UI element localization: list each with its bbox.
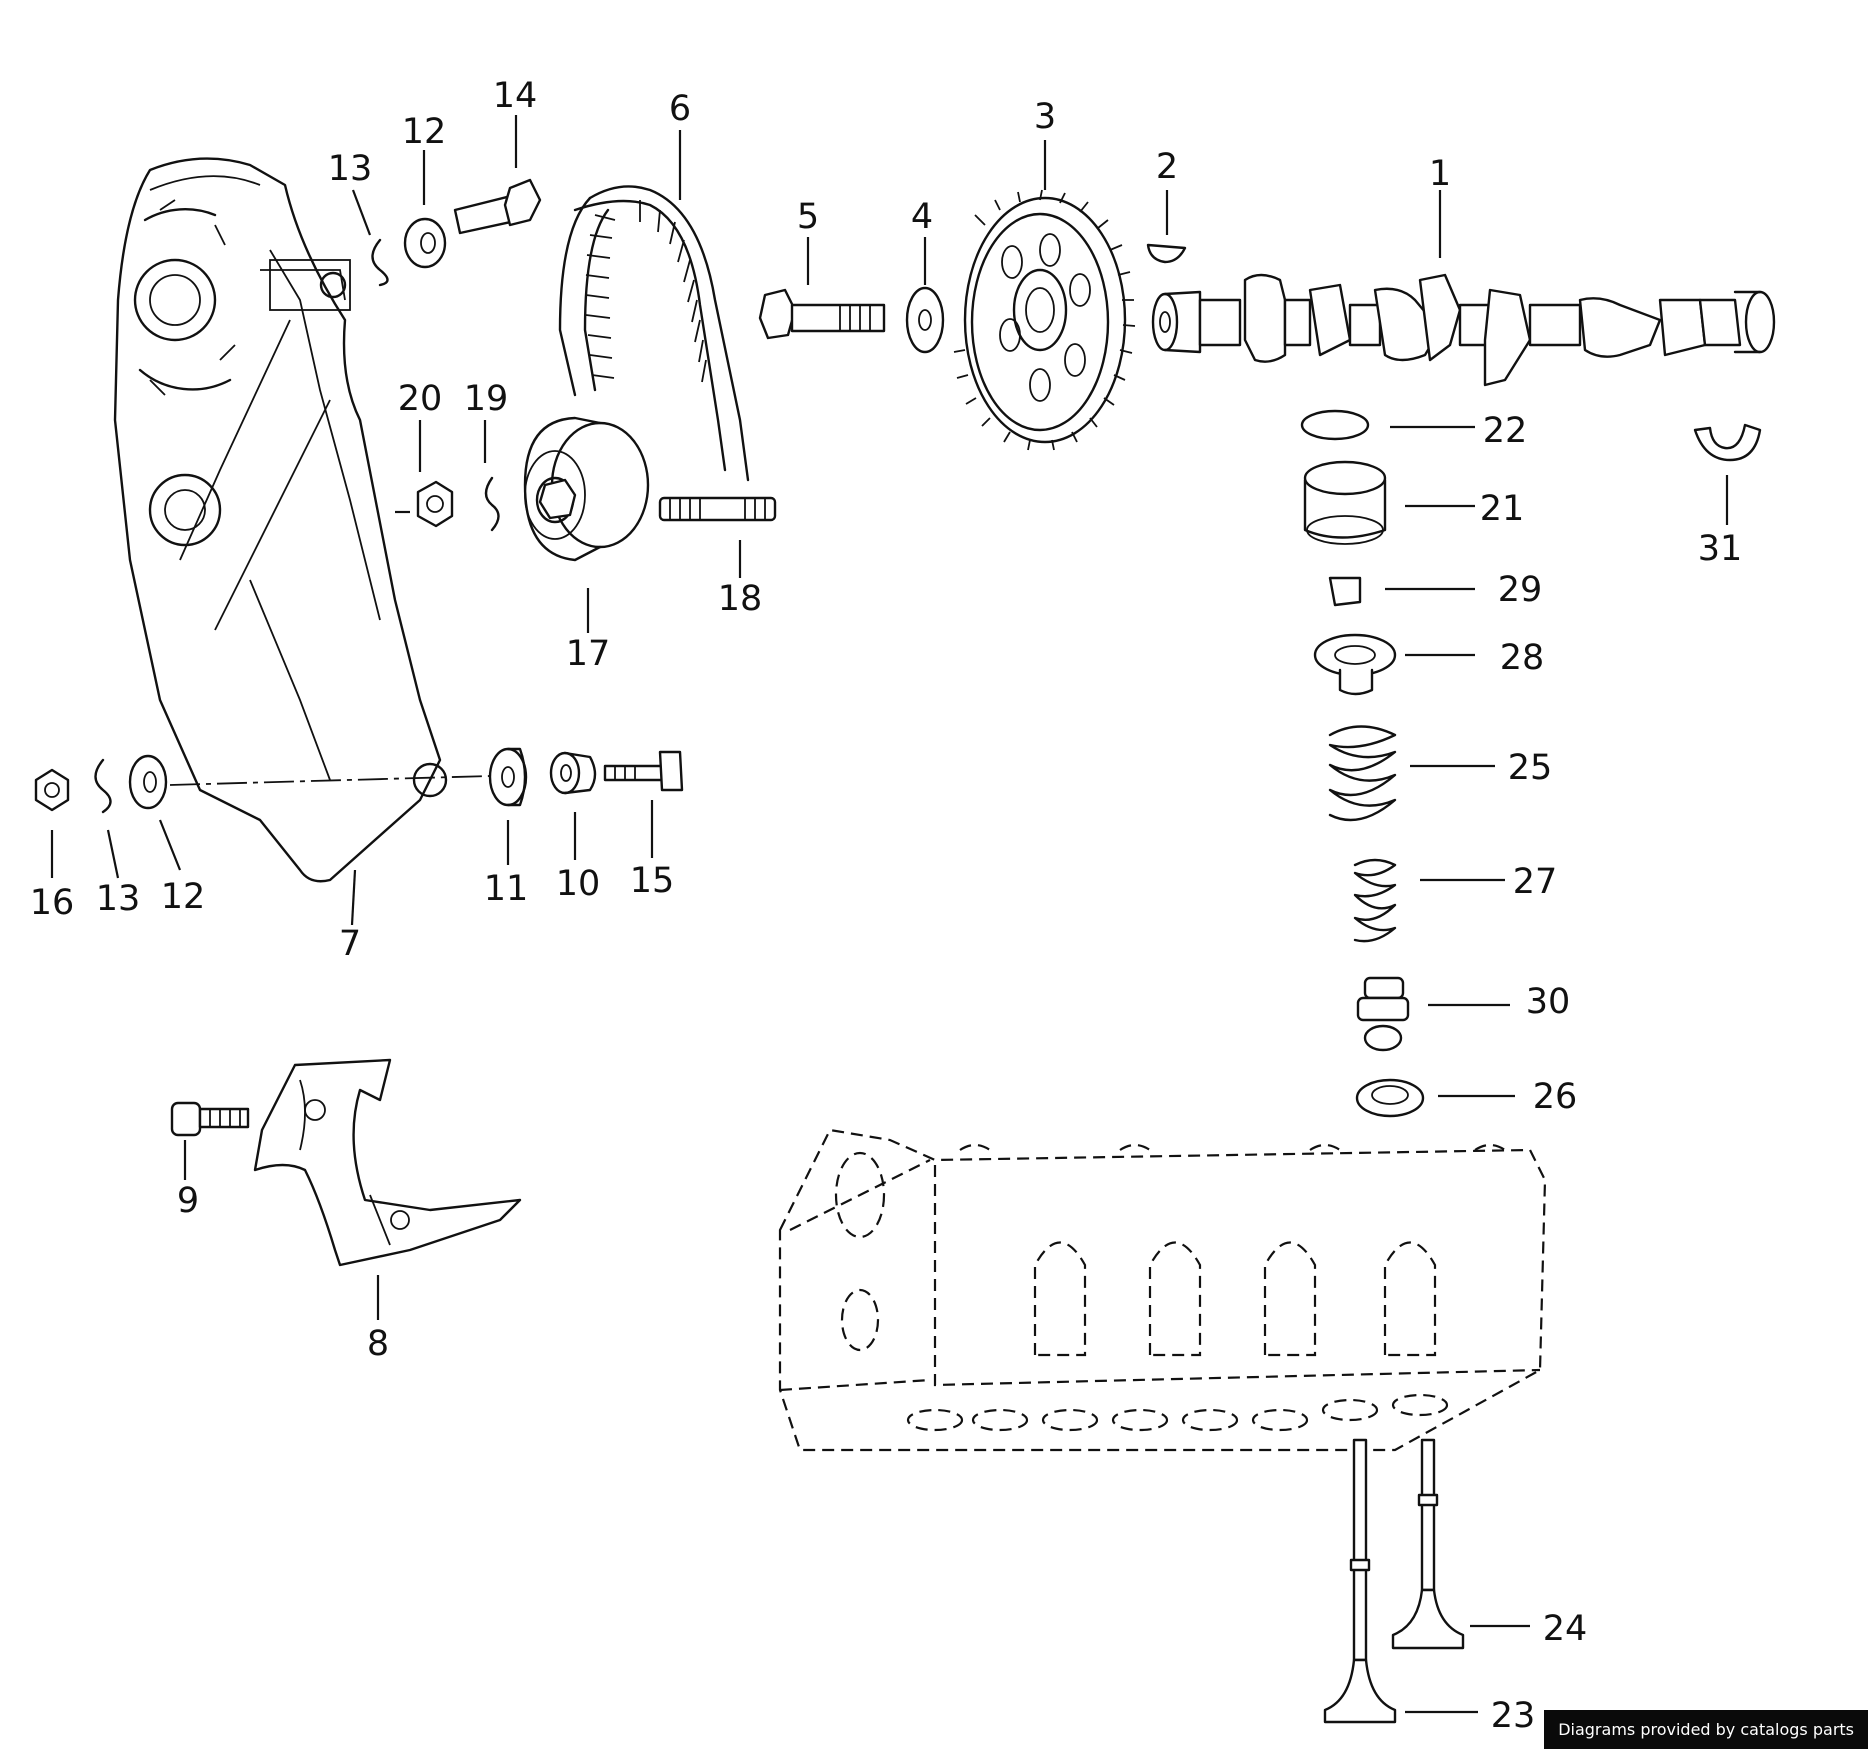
outer-spring-25	[1328, 725, 1397, 822]
valve-keeper-29	[1328, 576, 1362, 607]
callout-19: 19	[464, 379, 509, 419]
callout-1: 1	[1429, 154, 1451, 194]
callout-29: 29	[1498, 570, 1543, 610]
timing-belt-cover	[113, 157, 448, 883]
callout-17: 17	[566, 634, 611, 674]
washer-12-bottom	[128, 754, 168, 810]
callout-26: 26	[1533, 1077, 1578, 1117]
bolt-5	[758, 288, 886, 340]
callout-14: 14	[493, 76, 538, 116]
cylinder-head-outline	[778, 1128, 1547, 1452]
callout-12-top: 12	[402, 112, 447, 152]
inner-spring-27	[1353, 858, 1397, 943]
callout-31: 31	[1698, 529, 1743, 569]
callout-20: 20	[398, 379, 443, 419]
callout-30: 30	[1526, 982, 1571, 1022]
camshaft-sprocket	[953, 189, 1136, 451]
callout-23: 23	[1491, 1696, 1536, 1736]
callout-9: 9	[177, 1181, 199, 1221]
callout-16: 16	[30, 883, 75, 923]
callout-18: 18	[718, 579, 763, 619]
support-bracket	[253, 1058, 522, 1267]
callout-22: 22	[1483, 411, 1528, 451]
valve-23	[1323, 1438, 1397, 1724]
nut-16	[34, 768, 70, 812]
valve-24	[1391, 1438, 1465, 1650]
callout-8: 8	[367, 1324, 389, 1364]
leader-lines	[50, 115, 1729, 1714]
callout-6: 6	[669, 89, 691, 129]
callout-labels: 1 2 3 4 5 6 7 8 9 10 11 12 12 13 13 14 1…	[30, 76, 1743, 1736]
callout-21: 21	[1480, 489, 1525, 529]
spacer-10	[549, 751, 597, 795]
valve-stem-seal-30	[1356, 976, 1410, 1052]
diagram-credit-badge: Diagrams provided by catalogs parts	[1544, 1710, 1868, 1749]
tensioner-pulley	[523, 416, 650, 562]
callout-28: 28	[1500, 638, 1545, 678]
callout-3: 3	[1034, 97, 1056, 137]
bucket-tappet-21	[1303, 460, 1387, 545]
spring-seat-26	[1355, 1078, 1425, 1118]
callout-11: 11	[484, 869, 529, 909]
stud-18	[658, 496, 777, 522]
camshaft	[1151, 273, 1776, 387]
timing-belt	[558, 185, 750, 482]
lock-13-top	[371, 238, 389, 287]
callout-4: 4	[911, 197, 933, 237]
callout-13-bottom: 13	[96, 879, 141, 919]
callout-24: 24	[1543, 1609, 1588, 1649]
woodruff-key-2	[1146, 243, 1187, 264]
lock-13-bottom	[94, 758, 112, 814]
washer-12-top	[403, 217, 447, 269]
bearing-shell-31	[1693, 423, 1762, 462]
callout-2: 2	[1156, 147, 1178, 187]
spring-retainer-28	[1313, 633, 1397, 696]
callout-12-bottom: 12	[161, 877, 206, 917]
bolt-9	[170, 1101, 250, 1137]
bushing-11	[488, 747, 528, 807]
bolt-14	[453, 178, 542, 235]
lock-19	[484, 476, 500, 532]
callout-27: 27	[1513, 862, 1558, 902]
callout-10: 10	[556, 864, 601, 904]
callout-25: 25	[1508, 748, 1553, 788]
callout-13-top: 13	[328, 149, 373, 189]
washer-4	[905, 286, 945, 354]
nut-20	[416, 480, 454, 528]
callout-7: 7	[339, 924, 361, 964]
bolt-15	[603, 750, 684, 792]
shim-22	[1300, 409, 1370, 441]
callout-5: 5	[797, 197, 819, 237]
callout-15: 15	[630, 861, 675, 901]
